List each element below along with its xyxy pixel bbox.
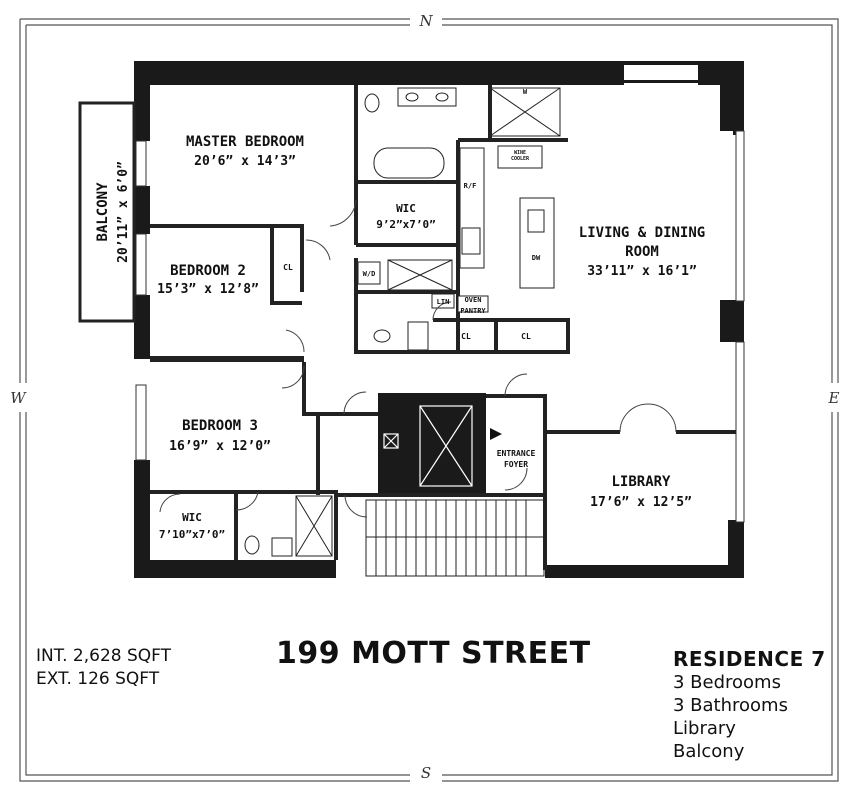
- balcony-dims: 20’11” x 6’0”: [116, 161, 131, 263]
- wic-master-dims: 9’2”x7’0”: [376, 218, 436, 231]
- compass-north: N: [418, 12, 433, 30]
- wic-bed3-dims: 7’10”x7’0”: [159, 528, 225, 541]
- living-name-line1: LIVING & DINING: [579, 225, 705, 241]
- address-title: 199 MOTT STREET: [276, 636, 591, 671]
- living-dims: 33’11” x 16’1”: [587, 264, 697, 279]
- bedroom2-dims: 15’3” x 12’8”: [157, 282, 259, 297]
- entrance-arrow-icon: [490, 428, 502, 440]
- balcony-name: BALCONY: [95, 182, 111, 242]
- fridge-label: R/F: [464, 182, 477, 190]
- bedroom3-dims: 16’9” x 12’0”: [169, 439, 271, 454]
- pantry-label: PANTRY: [460, 307, 486, 315]
- washer-label: W: [523, 88, 528, 96]
- wic-bed3-name: WIC: [182, 511, 202, 524]
- showers: [295, 87, 561, 557]
- closet-label-bed2: CL: [283, 263, 293, 272]
- interior-area: INT. 2,628 SQFT: [36, 646, 172, 666]
- wine-cooler-label: COOLER: [511, 156, 530, 162]
- area-summary: INT. 2,628 SQFT EXT. 126 SQFT: [36, 645, 171, 691]
- bedroom3-name: BEDROOM 3: [182, 418, 258, 434]
- feature-balcony: Balcony: [673, 741, 745, 762]
- foyer-line2: FOYER: [504, 460, 528, 469]
- feature-library: Library: [673, 718, 736, 739]
- washer-dryer-label: W/D: [363, 270, 376, 278]
- interior-walls: [150, 85, 736, 570]
- elevator: [383, 405, 473, 487]
- feature-bathrooms: 3 Bathrooms: [673, 695, 788, 716]
- master-bedroom-name: MASTER BEDROOM: [186, 134, 304, 150]
- residence-summary: RESIDENCE 7 3 Bedrooms 3 Bathrooms Libra…: [673, 648, 826, 763]
- closet-label-hall1: CL: [461, 332, 471, 341]
- foyer-line1: ENTRANCE: [497, 449, 536, 458]
- library-dims: 17’6” x 12’5”: [590, 495, 692, 510]
- exterior-area: EXT. 126 SQFT: [36, 669, 160, 689]
- fixtures: [244, 87, 555, 557]
- compass-west: W: [10, 389, 27, 407]
- doors: [159, 199, 677, 518]
- compass-south: S: [421, 764, 431, 782]
- frame: [19, 18, 839, 782]
- dishwasher-label: DW: [532, 254, 541, 262]
- living-name-line2: ROOM: [625, 244, 659, 260]
- oven-label: OVEN: [465, 296, 482, 304]
- library-name: LIBRARY: [611, 474, 671, 490]
- feature-bedrooms: 3 Bedrooms: [673, 672, 781, 693]
- wic-master-name: WIC: [396, 202, 416, 215]
- residence-title: RESIDENCE 7: [673, 647, 826, 671]
- closet-label-hall2: CL: [521, 332, 531, 341]
- west-windows: [135, 140, 147, 461]
- bedroom2-name: BEDROOM 2: [170, 263, 246, 279]
- stairs: [365, 499, 545, 577]
- master-bedroom-dims: 20’6” x 14’3”: [194, 154, 296, 169]
- balcony: [78, 101, 136, 323]
- wine-label: WINE: [514, 150, 526, 156]
- compass-east: E: [828, 389, 840, 407]
- exterior-walls: [134, 61, 744, 578]
- linen-label: LIN: [437, 298, 450, 306]
